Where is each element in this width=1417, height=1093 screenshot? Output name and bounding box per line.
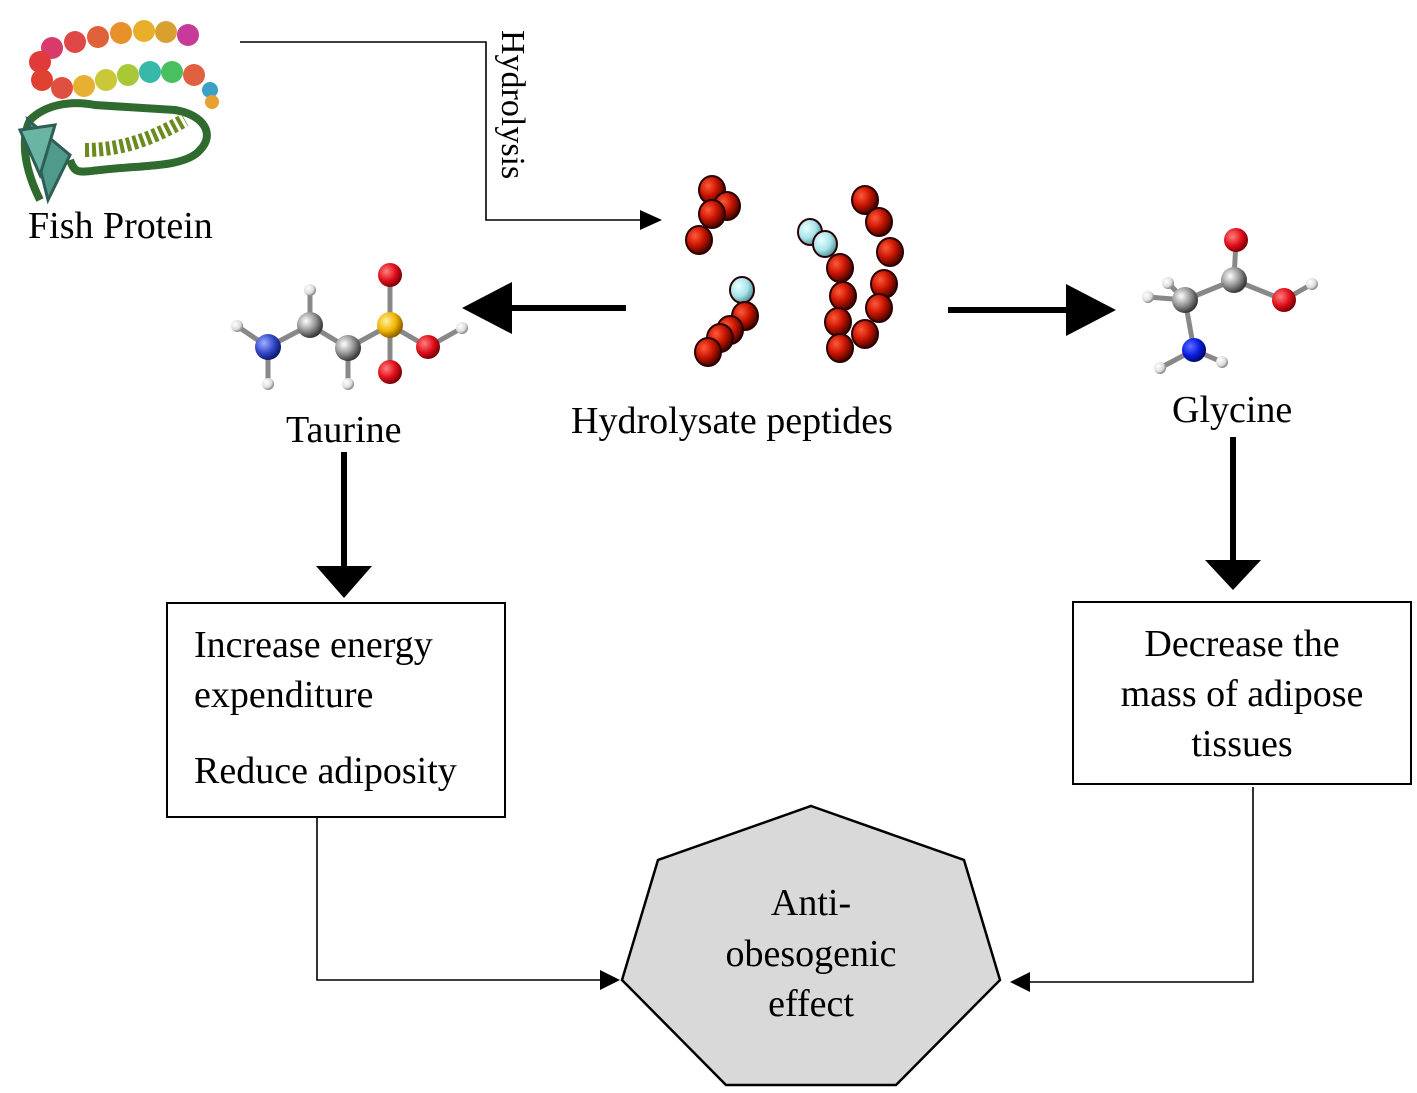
fish-protein-chain-icon — [17, 20, 219, 205]
glycine-label: Glycine — [1172, 389, 1293, 431]
result-label: Anti- obesogenic effect — [680, 878, 942, 1030]
hydrolysis-label: Hydrolysis — [494, 30, 531, 180]
arrow-glycine-to-effect-head — [1205, 560, 1261, 590]
taurine-label: Taurine — [286, 409, 402, 451]
connector-glycine-effect-to-result-head — [1010, 972, 1030, 992]
hydrolysis-label-wrap: Hydrolysis — [478, 30, 538, 210]
peptide-chains-icon — [685, 175, 904, 367]
arrow-peptides-to-glycine-head — [1066, 284, 1116, 336]
glycine-effect-box: Decrease the mass of adipose tissues — [1072, 601, 1412, 785]
taurine-effect-1-line-2: expenditure — [194, 674, 374, 717]
hydrolysate-peptides-label: Hydrolysate peptides — [571, 400, 893, 442]
connector-taurine-effects-to-result — [316, 818, 605, 981]
glycine-effect-line-3: tissues — [1191, 723, 1293, 766]
taurine-molecule-icon — [231, 263, 468, 390]
connector-taurine-effects-to-result-head — [600, 970, 620, 990]
result-line-3: effect — [768, 983, 854, 1026]
arrow-peptides-to-taurine-head — [462, 282, 512, 334]
fish-protein-label: Fish Protein — [28, 205, 213, 247]
connector-glycine-effect-to-result — [1024, 787, 1254, 983]
glycine-effect-line-1: Decrease the — [1144, 623, 1340, 665]
hydrolysis-connector — [240, 41, 650, 221]
glycine-molecule-icon — [1142, 228, 1318, 374]
result-line-2: obesogenic — [725, 932, 897, 975]
glycine-effect-line-2: mass of adipose — [1120, 673, 1364, 716]
taurine-effect-1-line-1: Increase energy — [194, 624, 433, 666]
taurine-effects-box: Increase energy expenditure Reduce adipo… — [166, 602, 506, 818]
result-line-1: Anti- — [770, 882, 852, 924]
taurine-effect-2-line-1: Reduce adiposity — [194, 750, 457, 793]
arrow-taurine-to-effects-head — [316, 566, 372, 598]
hydrolysis-arrowhead — [640, 210, 662, 230]
result-heptagon — [620, 804, 1002, 1087]
